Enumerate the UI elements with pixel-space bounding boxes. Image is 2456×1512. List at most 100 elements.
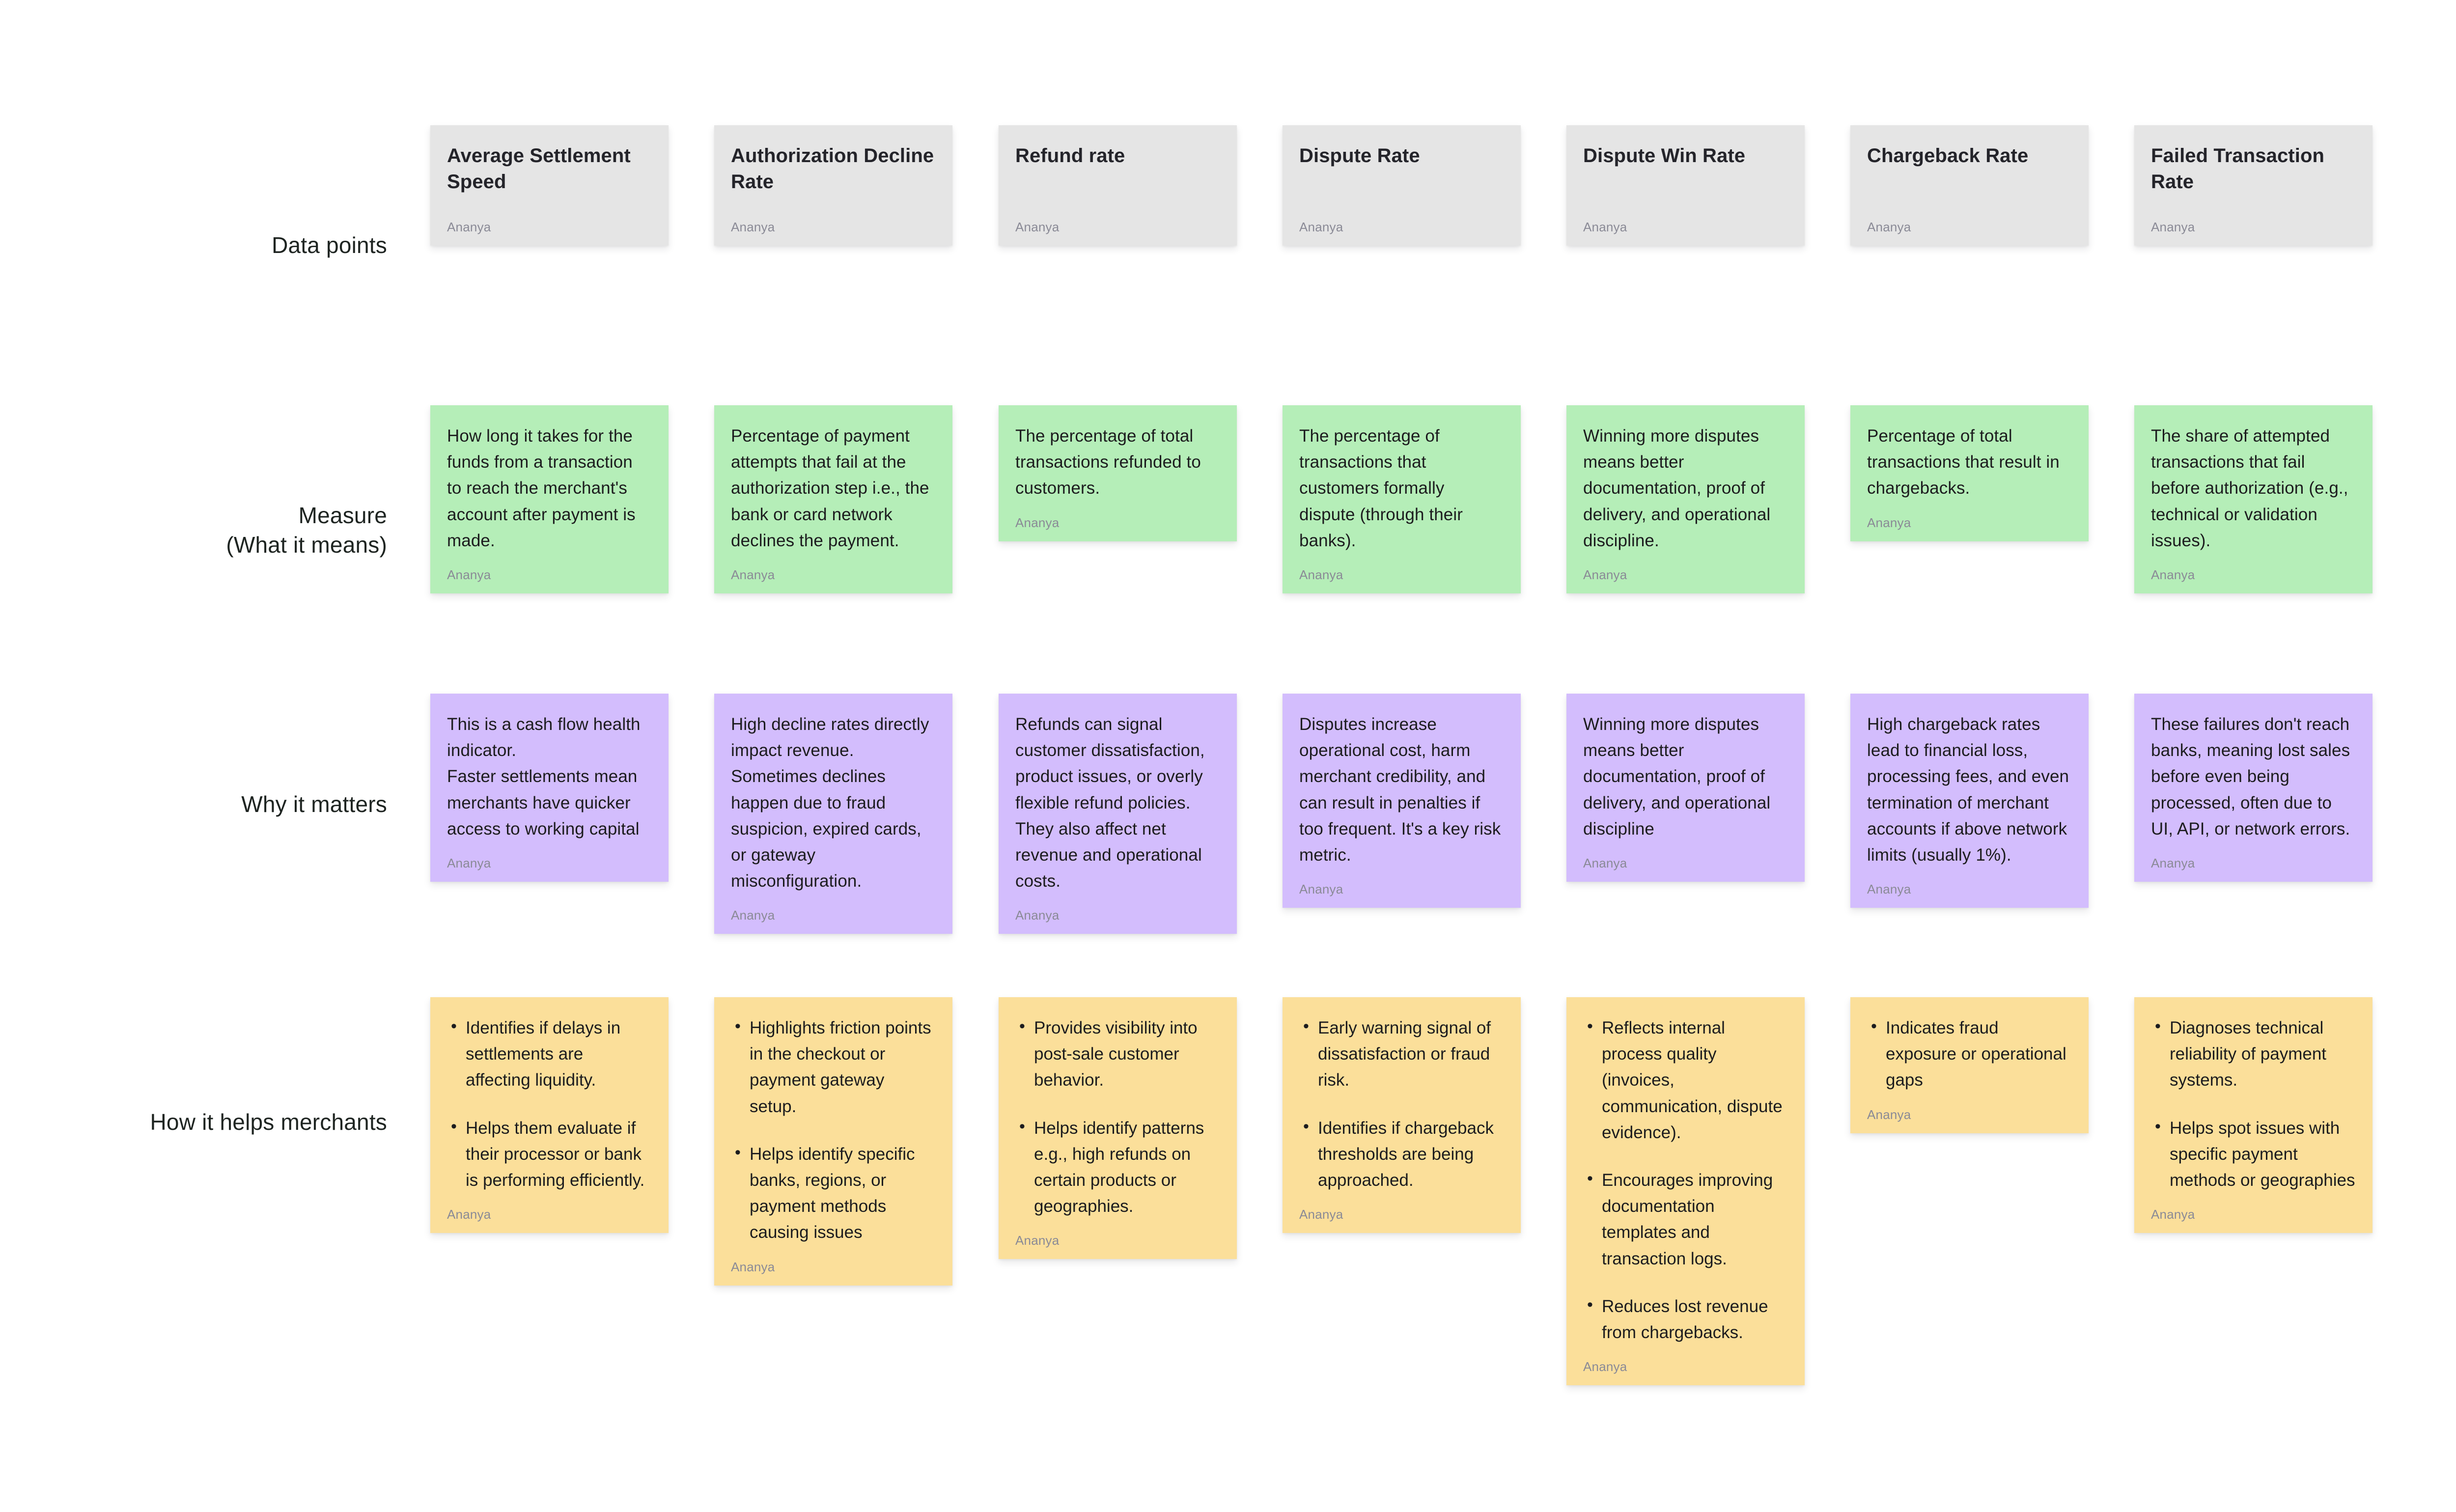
benefit-list-item: Indicates fraud exposure or operational … [1871,1014,2072,1093]
card-author: Ananya [1015,515,1060,530]
card-author: Ananya [731,1260,775,1274]
metric-header-card[interactable]: Refund rate Ananya [999,125,1237,246]
metric-title: Dispute Win Rate [1583,145,1746,167]
metric-title: Dispute Rate [1299,145,1420,167]
metric-header-card[interactable]: Chargeback Rate Ananya [1850,125,2089,246]
card-author: Ananya [447,1207,491,1222]
how-it-helps-card[interactable]: Identifies if delays in settlements are … [430,997,669,1233]
row-label-how-it-helps-merchants: How it helps merchants [150,1109,387,1135]
why-it-matters-card[interactable]: High decline rates directly impact reven… [714,694,952,934]
measure-text: The share of attempted transactions that… [2151,426,2348,550]
card-author: Ananya [1583,220,1627,234]
card-author: Ananya [447,856,491,870]
how-it-helps-card[interactable]: Provides visibility into post-sale custo… [999,997,1237,1259]
why-it-matters-text: High chargeback rates lead to financial … [1867,715,2069,865]
card-author: Ananya [1583,1359,1627,1374]
benefit-list: Highlights friction points in the checko… [731,1014,936,1246]
card-author: Ananya [731,220,775,234]
row-label-data-points: Data points [272,232,387,258]
card-author: Ananya [1015,908,1060,923]
card-author: Ananya [2151,1207,2195,1222]
card-author: Ananya [1299,882,1343,896]
why-it-matters-card[interactable]: High chargeback rates lead to financial … [1850,694,2089,908]
why-it-matters-text: These failures don't reach banks, meanin… [2151,715,2350,839]
measure-card[interactable]: The percentage of total transactions ref… [999,405,1237,541]
how-it-helps-card[interactable]: Reflects internal process quality (invoi… [1566,997,1805,1385]
metric-column-dispute-rate: Dispute Rate Ananya The percentage of tr… [1283,0,1521,1512]
measure-card[interactable]: Percentage of payment attempts that fail… [714,405,952,593]
metric-header-card[interactable]: Dispute Win Rate Ananya [1566,125,1805,246]
benefit-list-item: Highlights friction points in the checko… [735,1014,936,1120]
row-label-column: Data points Measure (What it means) Why … [0,0,418,1512]
benefit-list: Reflects internal process quality (invoi… [1583,1014,1788,1345]
row-label-why-it-matters: Why it matters [241,791,387,817]
metric-column-chargeback-rate: Chargeback Rate Ananya Percentage of tot… [1850,0,2089,1512]
card-author: Ananya [1583,856,1627,870]
benefit-list-item: Provides visibility into post-sale custo… [1019,1014,1220,1093]
benefit-list: Identifies if delays in settlements are … [447,1014,652,1194]
how-it-helps-card[interactable]: Highlights friction points in the checko… [714,997,952,1286]
how-it-helps-card[interactable]: Indicates fraud exposure or operational … [1850,997,2089,1133]
card-author: Ananya [1015,1233,1060,1248]
measure-card[interactable]: Percentage of total transactions that re… [1850,405,2089,541]
benefit-list: Diagnoses technical reliability of payme… [2151,1014,2356,1194]
row-label-measure: Measure (What it means) [226,503,387,558]
metric-title: Chargeback Rate [1867,145,2029,167]
metric-header-card[interactable]: Failed Transaction Rate Ananya [2134,125,2372,246]
card-author: Ananya [731,908,775,923]
how-it-helps-card[interactable]: Diagnoses technical reliability of payme… [2134,997,2372,1233]
benefit-list-item: Reflects internal process quality (invoi… [1587,1014,1788,1146]
metric-header-card[interactable]: Authorization Decline Rate Ananya [714,125,952,246]
card-author: Ananya [2151,220,2195,234]
card-author: Ananya [1299,1207,1343,1222]
metric-header-card[interactable]: Dispute Rate Ananya [1283,125,1521,246]
metric-title: Authorization Decline Rate [731,145,934,193]
card-author: Ananya [2151,567,2195,582]
benefit-list-item: Helps spot issues with specific payment … [2155,1114,2356,1194]
metric-column-refund-rate: Refund rate Ananya The percentage of tot… [999,0,1237,1512]
why-it-matters-card[interactable]: Winning more disputes means better docum… [1566,694,1805,882]
benefit-list-item: Identifies if chargeback thresholds are … [1303,1114,1504,1194]
measure-card[interactable]: The percentage of transactions that cust… [1283,405,1521,593]
measure-text: Winning more disputes means better docum… [1583,426,1771,550]
measure-card[interactable]: The share of attempted transactions that… [2134,405,2372,593]
why-it-matters-text: This is a cash flow health indicator. Fa… [447,715,641,839]
benefit-list: Indicates fraud exposure or operational … [1867,1014,2072,1093]
card-author: Ananya [447,567,491,582]
how-it-helps-card[interactable]: Early warning signal of dissatisfaction … [1283,997,1521,1233]
why-it-matters-card[interactable]: Refunds can signal customer dissatisfact… [999,694,1237,934]
measure-text: Percentage of total transactions that re… [1867,426,2060,498]
measure-text: Percentage of payment attempts that fail… [731,426,929,550]
card-author: Ananya [1015,220,1060,234]
measure-text: The percentage of total transactions ref… [1015,426,1201,498]
why-it-matters-card[interactable]: These failures don't reach banks, meanin… [2134,694,2372,882]
measure-card[interactable]: How long it takes for the funds from a t… [430,405,669,593]
card-author: Ananya [1867,220,1911,234]
card-author: Ananya [731,567,775,582]
why-it-matters-text: Refunds can signal customer dissatisfact… [1015,715,1205,891]
benefit-list: Early warning signal of dissatisfaction … [1299,1014,1504,1194]
card-author: Ananya [2151,856,2195,870]
why-it-matters-text: Winning more disputes means better docum… [1583,715,1771,839]
measure-text: How long it takes for the funds from a t… [447,426,636,550]
benefit-list-item: Helps identify patterns e.g., high refun… [1019,1114,1220,1220]
why-it-matters-text: High decline rates directly impact reven… [731,715,929,891]
measure-text: The percentage of transactions that cust… [1299,426,1463,550]
benefit-list-item: Helps them evaluate if their processor o… [451,1114,652,1194]
why-it-matters-card[interactable]: This is a cash flow health indicator. Fa… [430,694,669,882]
why-it-matters-card[interactable]: Disputes increase operational cost, harm… [1283,694,1521,908]
metric-header-card[interactable]: Average Settlement Speed Ananya [430,125,669,246]
metric-column-failed-transaction-rate: Failed Transaction Rate Ananya The share… [2134,0,2372,1512]
benefit-list-item: Identifies if delays in settlements are … [451,1014,652,1093]
measure-card[interactable]: Winning more disputes means better docum… [1566,405,1805,593]
benefit-list-item: Helps identify specific banks, regions, … [735,1140,936,1246]
card-author: Ananya [447,220,491,234]
metric-column-average-settlement-speed: Average Settlement Speed Ananya How long… [430,0,669,1512]
card-author: Ananya [1299,220,1343,234]
metric-title: Average Settlement Speed [447,145,631,193]
why-it-matters-text: Disputes increase operational cost, harm… [1299,715,1501,865]
benefit-list-item: Early warning signal of dissatisfaction … [1303,1014,1504,1093]
card-author: Ananya [1867,515,1911,530]
metric-column-authorization-decline-rate: Authorization Decline Rate Ananya Percen… [714,0,952,1512]
